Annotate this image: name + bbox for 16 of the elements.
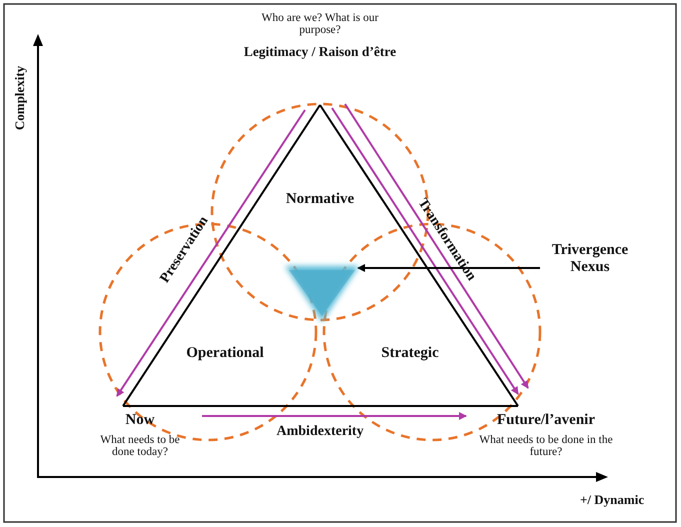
region-label: Normative bbox=[284, 191, 356, 208]
vertex-heading: Now bbox=[124, 412, 156, 429]
vertex-heading: Future/l’avenir bbox=[496, 412, 596, 429]
triangle-side bbox=[123, 405, 518, 407]
question-text: Who are we? What is our purpose? bbox=[260, 12, 380, 36]
arrow bbox=[357, 264, 540, 272]
region-label: Operational bbox=[185, 345, 265, 362]
vertex-heading: Legitimacy / Raison d’être bbox=[242, 44, 398, 60]
axis-label: Complexity bbox=[12, 66, 28, 130]
axis-label: +/ Dynamic bbox=[580, 492, 644, 508]
edge-label: Ambidexterity bbox=[276, 424, 365, 440]
arrow bbox=[202, 412, 467, 420]
region-label: Strategic bbox=[380, 345, 440, 362]
callout-text: Trivergence Nexus bbox=[550, 242, 630, 276]
question-text: What needs to be done today? bbox=[99, 434, 181, 458]
question-text: What needs to be done in the future? bbox=[478, 434, 614, 458]
